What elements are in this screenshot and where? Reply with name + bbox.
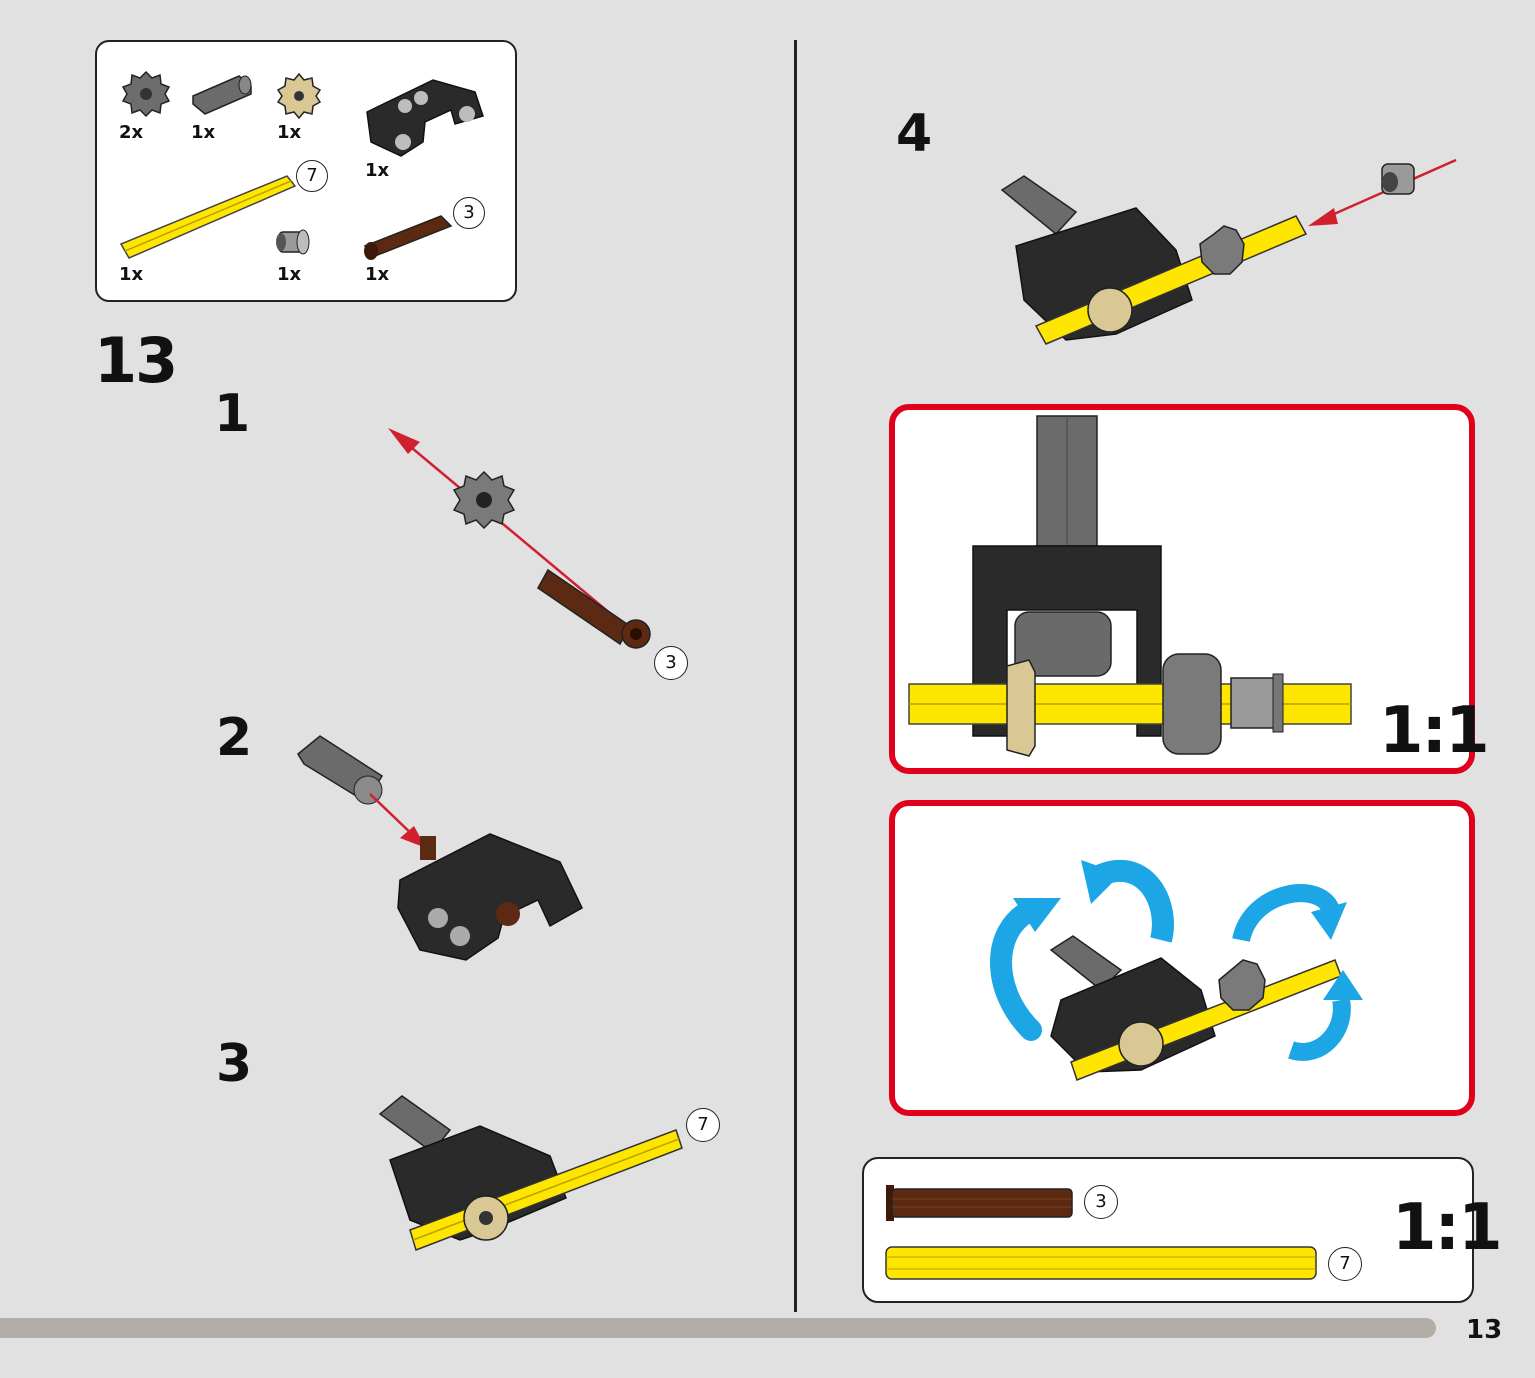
part-qty: 1x [365,160,390,181]
callout-rotation-check [889,800,1475,1116]
length-indicator: 3 [453,197,485,229]
callout-scale-view: 1:1 [889,404,1490,774]
gear-12-tooth-icon [121,70,171,118]
ruler-scale-label: 1:1 [1392,1191,1503,1265]
rotation-check-illustration [990,859,1363,1081]
axle-7-icon [119,175,297,259]
scale-label: 1:1 [1379,694,1490,768]
part-qty: 1x [277,122,302,143]
substep-4-illustration [1000,158,1457,345]
length-indicator: 7 [296,160,328,192]
substep-number: 3 [216,1034,253,1094]
length-indicator: 3 [654,646,688,680]
callout-scale-illustration [908,415,1352,757]
part-qty: 1x [277,264,302,285]
length-indicator: 7 [1328,1247,1362,1281]
column-divider [794,40,797,1312]
parts-list-box: 2x 1x 1x 1x 7 1x 1x 3 1x [95,40,517,302]
length-indicator: 3 [1084,1185,1118,1219]
substep-1-illustration [388,428,651,649]
substep-number: 1 [214,384,251,444]
length-indicator: 7 [686,1108,720,1142]
axle-length-ruler: 3 7 1:1 [862,1157,1503,1303]
page-number: 13 [1466,1315,1503,1345]
part-qty: 1x [191,122,216,143]
part-qty: 2x [119,122,144,143]
substep-number: 2 [216,708,253,768]
substep-2-illustration [297,735,583,961]
axle-3-ruler-bar [886,1185,1073,1221]
bush-icon [276,229,310,255]
part-qty: 1x [365,264,390,285]
substep-3-illustration [378,1095,683,1251]
page-footer-bar [0,1318,1436,1338]
bevel-gear-icon [276,72,322,120]
step-number: 13 [94,324,178,397]
axle-7-ruler-bar [885,1246,1317,1280]
axle-connector-icon [192,75,252,115]
steering-arm-icon [366,79,484,157]
substep-number: 4 [896,104,933,164]
axle-3-icon [363,215,453,260]
part-qty: 1x [119,264,144,285]
